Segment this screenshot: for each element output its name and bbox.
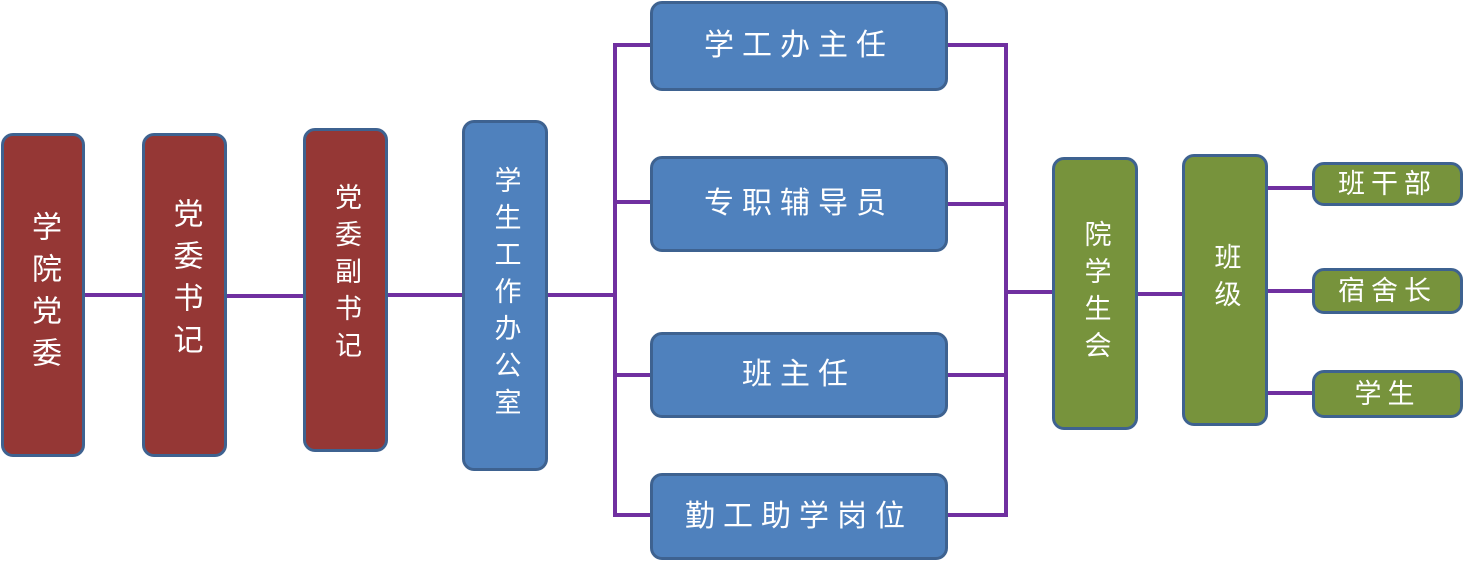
connector-secretary-to-deputy xyxy=(226,294,306,298)
left-branch-trunk xyxy=(613,43,617,517)
merge-to-student-union xyxy=(1004,290,1054,294)
node-dorm-leader: 宿舍长 xyxy=(1312,268,1463,314)
connector-office-to-branch xyxy=(547,293,617,297)
node-label: 党委书记 xyxy=(167,198,203,366)
connector-party-committee-to-secretary xyxy=(84,293,144,297)
right-merge-trunk xyxy=(1004,43,1008,517)
node-party-secretary: 党委书记 xyxy=(142,133,227,457)
node-label: 班级 xyxy=(1209,243,1241,317)
node-work-study-post: 勤工助学岗位 xyxy=(650,473,948,560)
node-label: 勤工助学岗位 xyxy=(685,498,913,534)
node-class: 班级 xyxy=(1182,154,1268,426)
class-to-dorm-leader xyxy=(1266,289,1314,293)
node-label: 学生工作办公室 xyxy=(489,166,521,425)
node-label: 院学生会 xyxy=(1079,219,1111,368)
branch-to-class-teacher xyxy=(613,373,653,377)
node-label: 学院党委 xyxy=(26,211,61,379)
node-label: 党委副书记 xyxy=(330,182,361,368)
node-class-cadres: 班干部 xyxy=(1312,162,1463,206)
work-study-to-merge xyxy=(946,513,1008,517)
node-students: 学生 xyxy=(1312,370,1463,418)
node-deputy-party-secretary: 党委副书记 xyxy=(303,128,388,452)
branch-to-office-director xyxy=(613,43,653,47)
node-label: 宿舍长 xyxy=(1338,275,1437,307)
class-to-cadres xyxy=(1266,186,1314,190)
class-to-students xyxy=(1266,391,1314,395)
node-class-teacher: 班主任 xyxy=(650,332,948,418)
node-label: 班干部 xyxy=(1338,168,1437,200)
branch-to-work-study xyxy=(613,513,653,517)
node-label: 学工办主任 xyxy=(704,28,894,63)
branch-to-counselor xyxy=(613,200,653,204)
connector-deputy-to-office xyxy=(387,293,465,297)
node-college-student-union: 院学生会 xyxy=(1052,157,1138,430)
node-college-party-committee: 学院党委 xyxy=(1,133,85,457)
office-director-to-merge xyxy=(946,43,1008,47)
node-student-affairs-office: 学生工作办公室 xyxy=(462,120,548,471)
counselor-to-merge xyxy=(946,202,1008,206)
node-label: 学生 xyxy=(1354,378,1421,410)
student-union-to-class xyxy=(1136,292,1184,296)
node-office-director: 学工办主任 xyxy=(650,1,948,91)
node-label: 班主任 xyxy=(742,357,856,392)
class-teacher-to-merge xyxy=(946,373,1008,377)
node-label: 专职辅导员 xyxy=(704,186,894,221)
node-full-time-counselor: 专职辅导员 xyxy=(650,156,948,252)
